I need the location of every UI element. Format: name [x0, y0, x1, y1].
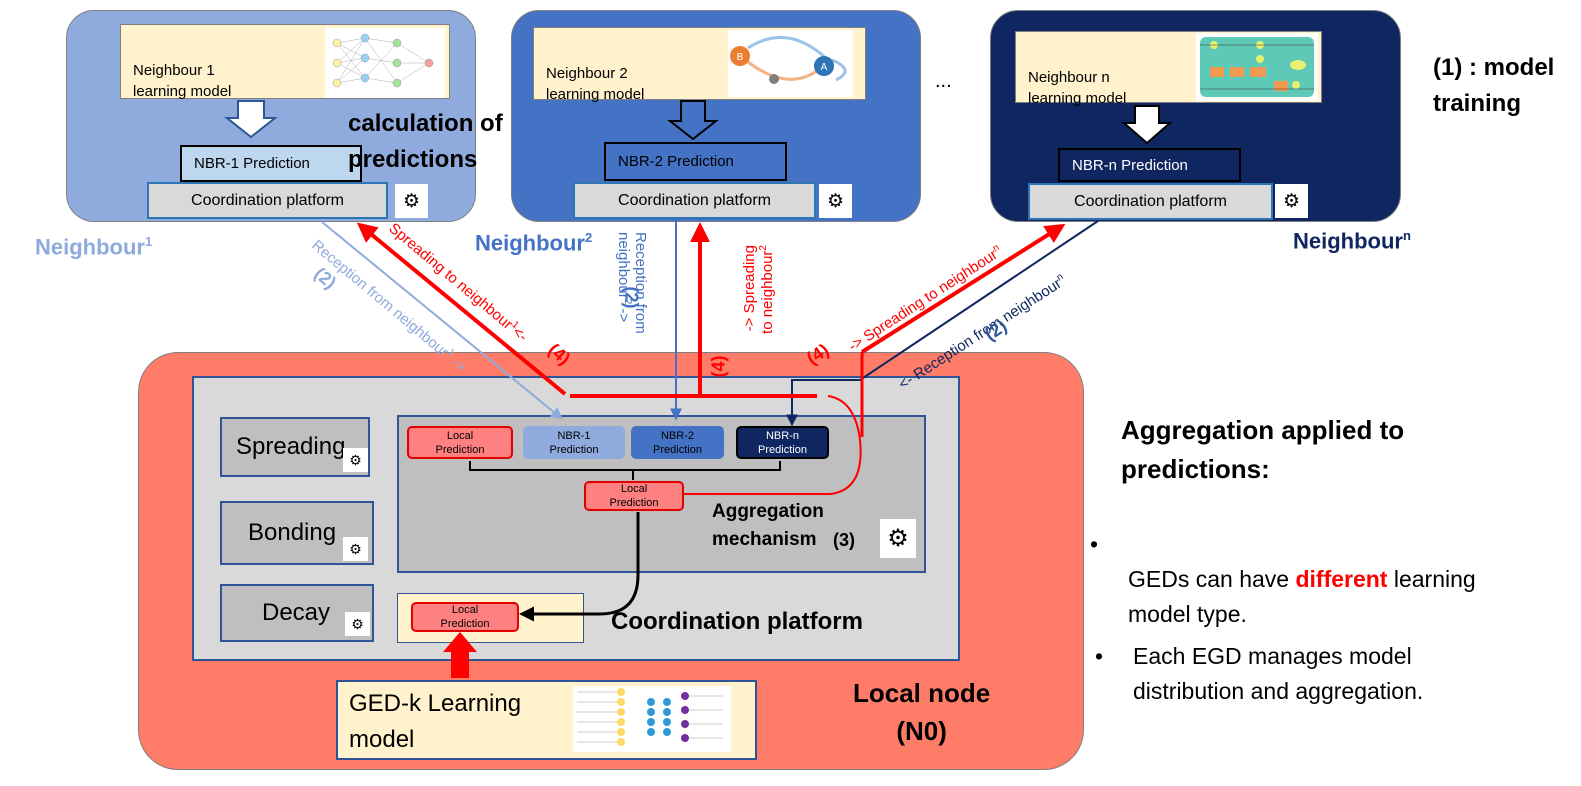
- neural-network-icon: [325, 28, 445, 98]
- spreading-n2-label: -> Spreading: [741, 245, 758, 332]
- nbr-n-prediction-pill: NBR-n Prediction: [736, 426, 829, 459]
- bullet-1: •: [1090, 531, 1099, 557]
- aggregation-label: Aggregation mechanism: [712, 501, 824, 550]
- neural-network-icon: [573, 686, 731, 752]
- neighbour-2-prediction: NBR-2 Prediction: [604, 142, 787, 181]
- aggregated-prediction-pill: Local Prediction: [584, 481, 684, 511]
- local-coordination-label: Coordination platform: [611, 608, 863, 635]
- gear-icon: ⚙: [343, 448, 368, 472]
- gear-icon: ⚙: [880, 519, 916, 558]
- lstm-cell-icon: [1196, 33, 1318, 101]
- gear-icon: ⚙: [343, 537, 368, 561]
- calculation-label: calculation of predictions: [348, 110, 503, 173]
- reception-n2-step: (2): [621, 286, 642, 309]
- nbr-1-prediction-pill: NBR-1 Prediction: [523, 426, 625, 459]
- bullet-2: •: [1095, 643, 1104, 669]
- svg-text:A: A: [821, 62, 828, 73]
- neighbour-n-coordination-platform: Coordination platform: [1028, 183, 1273, 220]
- spreading-mechanism: Spreading: [220, 417, 370, 477]
- ellipsis: ...: [935, 70, 952, 92]
- gear-icon: ⚙: [345, 612, 370, 636]
- neighbour-1-coordination-platform: Coordination platform: [147, 182, 388, 219]
- spreading-n2-step: (4): [708, 355, 729, 378]
- neighbour-1-model-label: Neighbour 1 learning model: [133, 62, 232, 100]
- model-training-label: (1) : model training: [1433, 54, 1555, 117]
- reception-n2-label: Reception from: [632, 232, 649, 334]
- gear-icon: ⚙: [1275, 184, 1308, 218]
- spreading-n2-label-b: to neighbour2: [758, 245, 776, 334]
- bullet-1-text: GEDs can have different learning model t…: [1128, 566, 1476, 627]
- neighbour-n-prediction: NBR-n Prediction: [1058, 148, 1241, 182]
- reception-n2-label-b: neighbour2 ->: [615, 232, 633, 323]
- local-prediction-pill: Local Prediction: [407, 426, 513, 459]
- neighbour-n-model-label: Neighbour n learning model: [1028, 69, 1127, 107]
- aggregation-step: (3): [833, 530, 855, 550]
- local-node-label: Local node (N0): [853, 678, 991, 746]
- final-local-prediction-pill: Local Prediction: [411, 602, 519, 632]
- ged-k-model-label: GED-k Learning model: [349, 690, 522, 753]
- neighbour-n-label: Neighbourn: [1293, 228, 1411, 254]
- neighbour-2-coordination-platform: Coordination platform: [573, 182, 816, 219]
- neighbour-1-label: Neighbour1: [35, 234, 153, 260]
- gear-icon: ⚙: [819, 184, 852, 218]
- gear-icon: ⚙: [395, 184, 428, 218]
- bullet-2-text: Each EGD manages model distribution and …: [1133, 643, 1424, 704]
- neighbour-2-model-label: Neighbour 2 learning model: [546, 65, 645, 103]
- svg-text:B: B: [737, 52, 744, 63]
- state-graph-icon: B A: [728, 30, 853, 97]
- aggregation-title: Aggregation applied to predictions:: [1121, 415, 1405, 484]
- neighbour-2-label: Neighbour2: [475, 230, 593, 256]
- neighbour-1-prediction: NBR-1 Prediction: [180, 145, 362, 182]
- nbr-2-prediction-pill: NBR-2 Prediction: [631, 426, 724, 459]
